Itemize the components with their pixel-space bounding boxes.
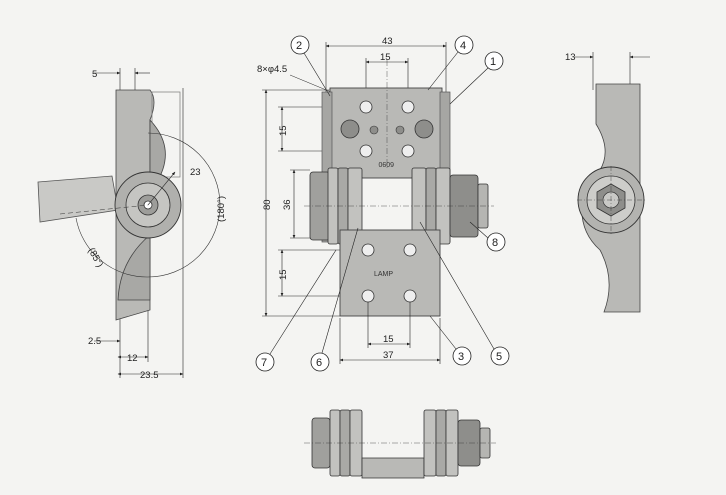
- svg-text:8: 8: [492, 237, 498, 249]
- dim-radius-23: 23: [190, 167, 201, 178]
- callout-1: 1: [449, 51, 504, 105]
- dim-holes-note: 8×φ4.5: [257, 64, 287, 75]
- dim-vertical-15-upper: 15: [278, 125, 289, 136]
- callout-5: 5: [419, 221, 510, 366]
- callout-7: 7: [255, 249, 337, 372]
- svg-text:3: 3: [458, 351, 464, 363]
- callout-2: 2: [290, 35, 331, 97]
- dim-left-5: 5: [92, 69, 97, 80]
- hinge-knuckles: [304, 167, 494, 245]
- dim-vertical-80: 80: [262, 199, 273, 210]
- bottom-view: [304, 409, 496, 479]
- bottom-view-channel: [361, 457, 425, 479]
- right-side-view: 13: [565, 52, 650, 313]
- dim-width-37: 37: [383, 350, 394, 361]
- dim-right-13: 13: [565, 52, 576, 63]
- dim-left-2-5: 2.5: [88, 336, 101, 347]
- lower-leaf-plate: [339, 229, 441, 317]
- svg-text:2: 2: [296, 40, 302, 52]
- engraving-code: 6090: [378, 160, 394, 167]
- upper-mount-holes: [340, 100, 434, 158]
- callout-3: 3: [429, 315, 472, 366]
- svg-text:4: 4: [460, 40, 466, 52]
- callout-8: 8: [469, 221, 506, 252]
- svg-text:1: 1: [490, 56, 496, 68]
- left-side-view: 5 2.5 12 23.5 23 (180°) (85°): [37, 68, 227, 381]
- dim-angle-180: (180°): [216, 196, 227, 222]
- dim-hole-spacing-top: 15: [380, 52, 391, 63]
- dim-angle-85: (85°): [85, 246, 105, 269]
- dim-width-43: 43: [382, 36, 393, 47]
- callout-6: 6: [310, 227, 359, 372]
- callout-4: 4: [427, 35, 474, 91]
- svg-text:6: 6: [316, 357, 322, 369]
- left-view-open-wing: [37, 175, 119, 223]
- dim-vertical-36: 36: [282, 199, 293, 210]
- engraving-brand: LAMP: [374, 271, 393, 278]
- dim-hole-spacing-bottom: 15: [383, 334, 394, 345]
- svg-text:7: 7: [261, 357, 267, 369]
- dim-vertical-15-lower: 15: [278, 269, 289, 280]
- front-view: 43 15 8×φ4.5 15 80 36 15: [255, 35, 510, 372]
- svg-text:5: 5: [496, 351, 502, 363]
- dim-left-23-5: 23.5: [140, 370, 159, 381]
- dim-left-12: 12: [127, 353, 138, 364]
